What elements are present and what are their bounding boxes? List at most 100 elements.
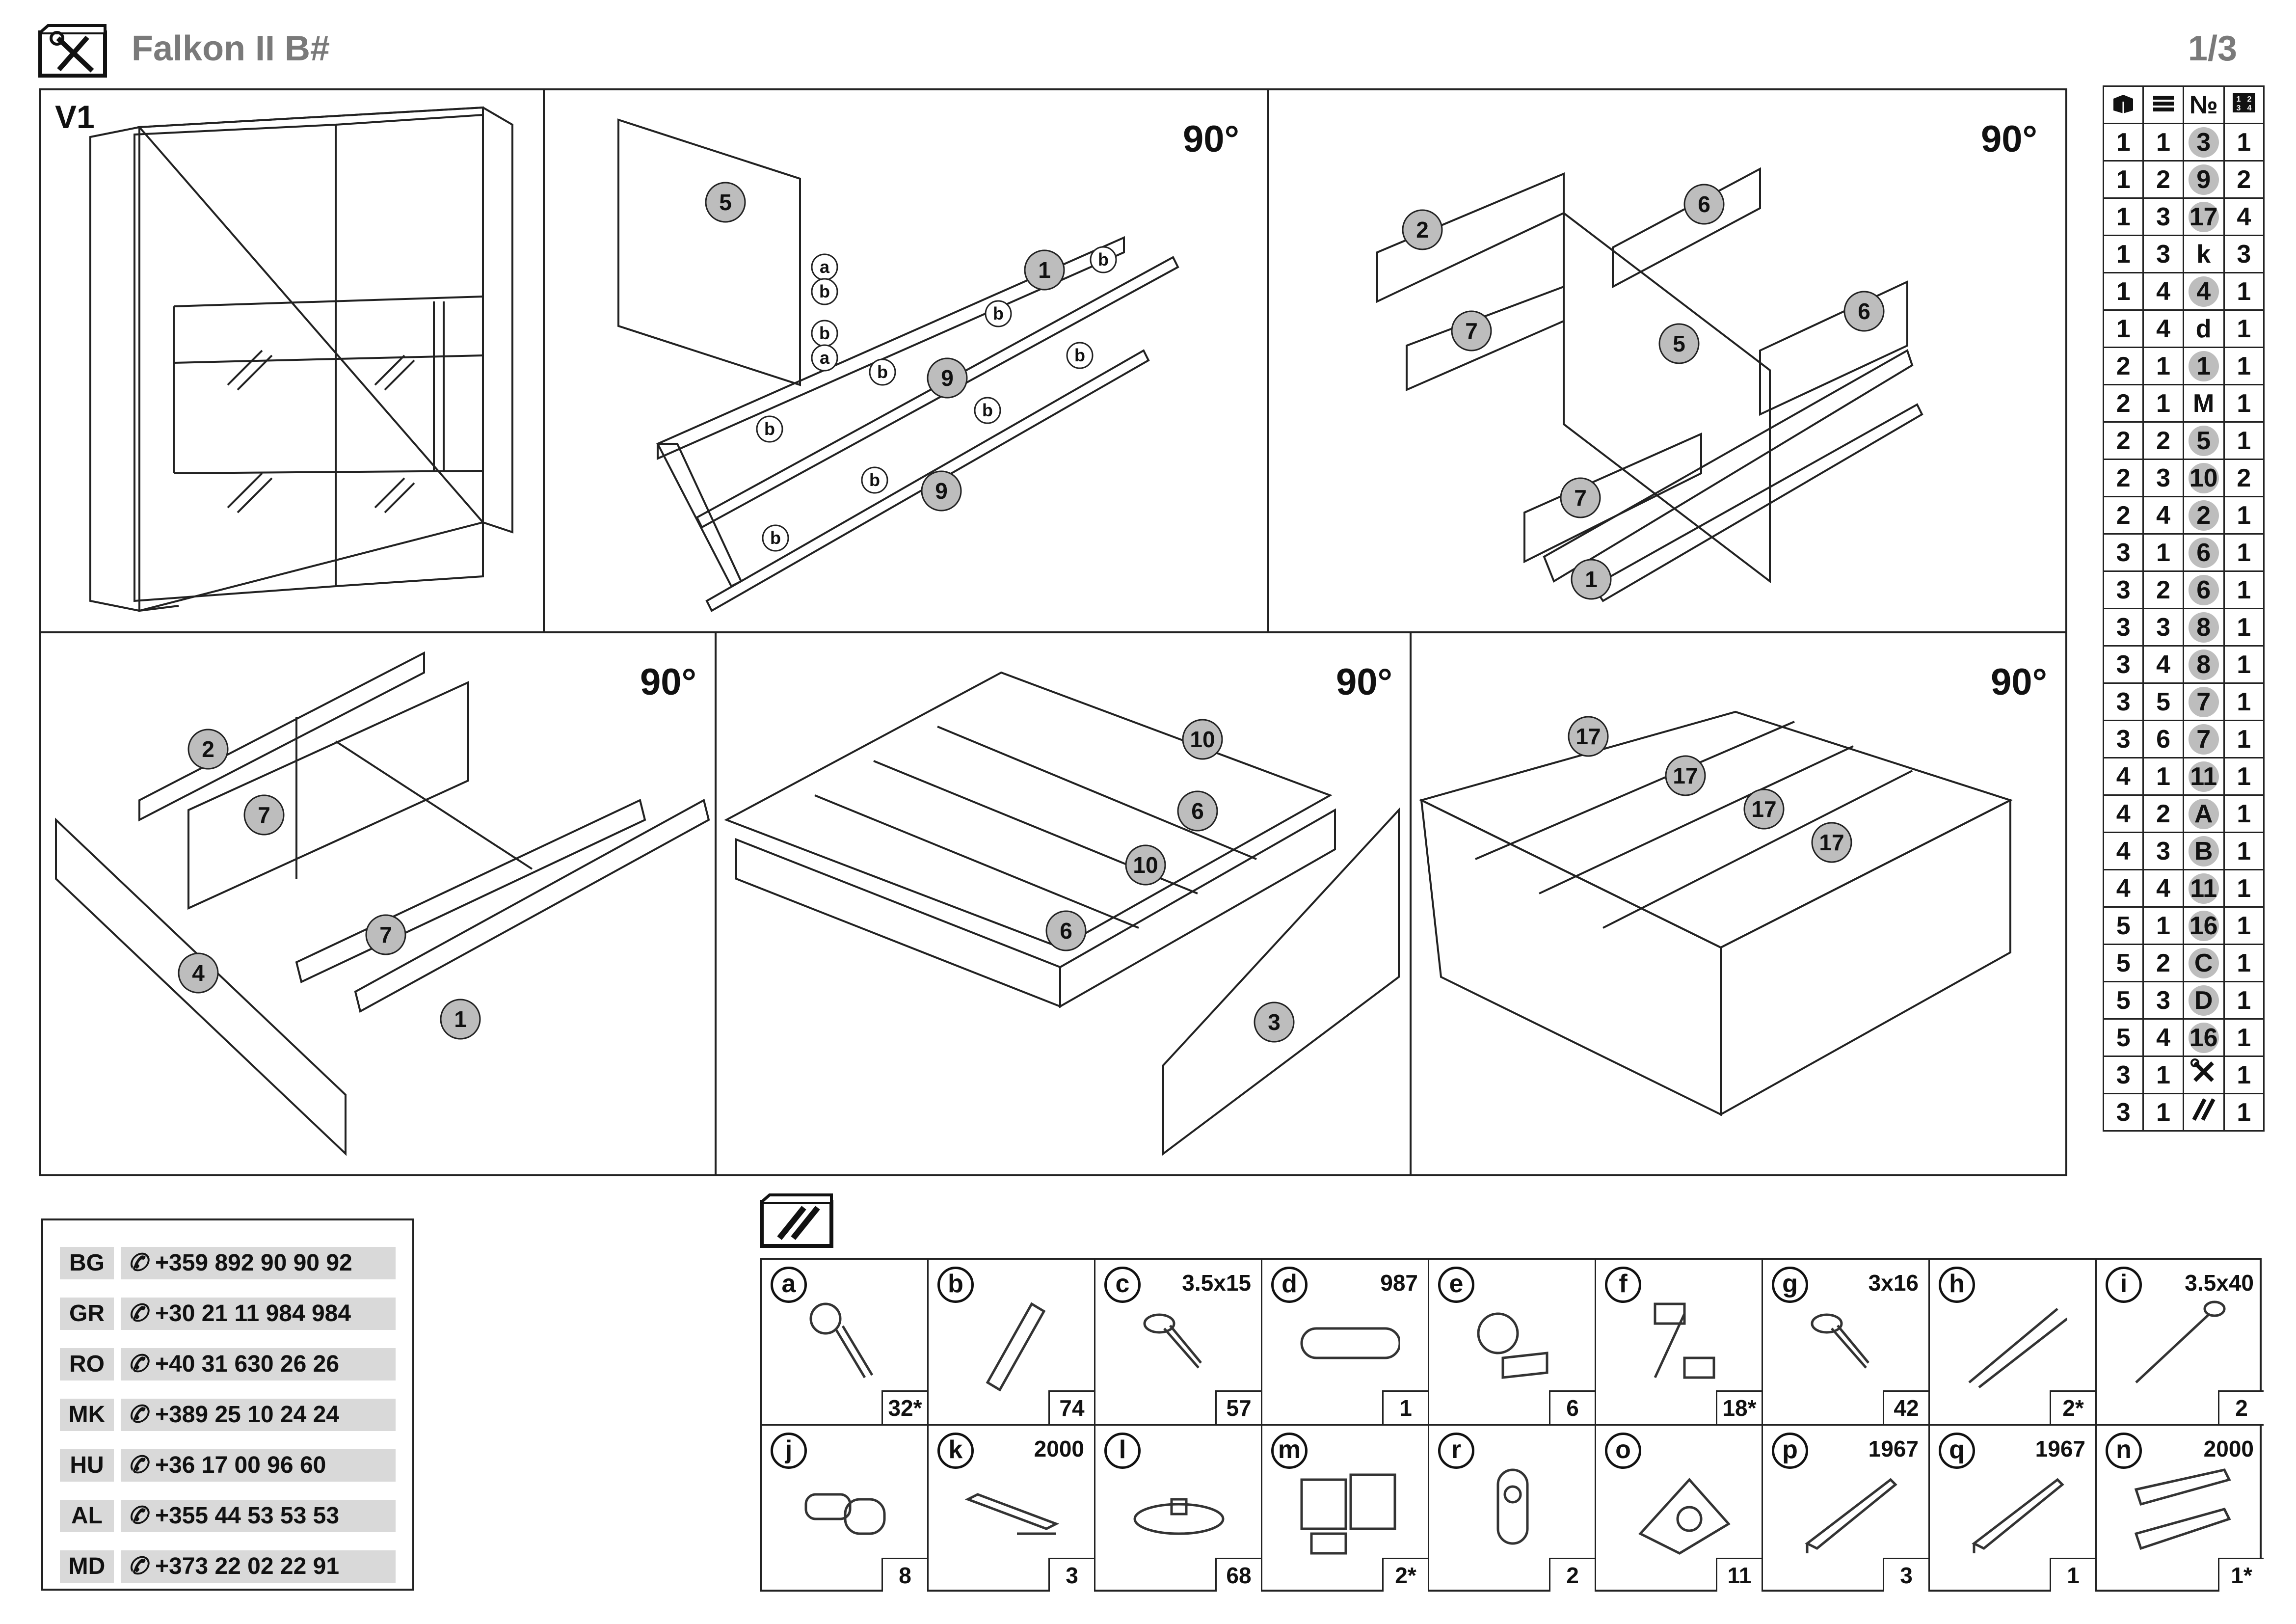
quantity-cell: 2 xyxy=(2223,160,2265,199)
layer-number-cell: 2 xyxy=(2142,570,2184,609)
part-callouts xyxy=(705,182,1065,512)
phone-field: ✆+389 25 10 24 24 xyxy=(121,1399,396,1431)
hardware-quantity: 2* xyxy=(2050,1390,2095,1424)
svg-text:1: 1 xyxy=(2236,95,2241,104)
part-number: 3 xyxy=(2188,127,2219,158)
part-number-cell: 8 xyxy=(2182,645,2225,684)
part-number-cell: 11 xyxy=(2182,869,2225,908)
part-number-cell: k xyxy=(2182,235,2225,273)
phone-number: +30 21 11 984 984 xyxy=(155,1300,351,1326)
rod-holder-icon xyxy=(1496,1468,1529,1545)
phone-field: ✆+355 44 53 53 53 xyxy=(121,1500,396,1532)
part-number: k xyxy=(2196,240,2211,269)
hardware-letter: e xyxy=(1438,1267,1474,1303)
svg-text:a: a xyxy=(820,348,830,368)
part-number: C xyxy=(2188,947,2219,978)
rotate-label: 90° xyxy=(640,661,696,703)
quantity-cell: 1 xyxy=(2223,608,2265,647)
layer-number-cell: 4 xyxy=(2142,309,2184,348)
svg-text:9: 9 xyxy=(941,365,954,391)
profile-icon xyxy=(964,1493,1060,1535)
svg-text:6: 6 xyxy=(1191,798,1204,824)
part-number: 11 xyxy=(2188,873,2219,904)
variant-label: V1 xyxy=(55,99,95,135)
cam-bolt-icon xyxy=(809,1302,874,1379)
hardware-quantity: 2 xyxy=(2218,1390,2264,1424)
part-number-cell: 5 xyxy=(2182,421,2225,460)
shelf-pin-icon xyxy=(804,1493,886,1535)
hardware-letter: c xyxy=(1104,1267,1141,1303)
box-number-cell: 4 xyxy=(2102,832,2144,870)
quantity-cell: 1 xyxy=(2223,757,2265,796)
quantity-cell: 1 xyxy=(2223,1056,2265,1094)
quantity-cell: 1 xyxy=(2223,794,2265,833)
part-number: 4 xyxy=(2188,276,2219,307)
svg-text:b: b xyxy=(764,419,775,439)
hardware-size: 1967 xyxy=(2035,1436,2085,1462)
part-number: 6 xyxy=(2188,537,2219,568)
rail-icon xyxy=(1972,1478,2064,1553)
part-number-cell: 4 xyxy=(2182,272,2225,311)
layer-number-cell: 3 xyxy=(2142,832,2184,870)
part-number-cell: 7 xyxy=(2182,682,2225,721)
box-number-cell: 3 xyxy=(2102,645,2144,684)
part-number: 7 xyxy=(2188,724,2219,755)
quantity-cell: 1 xyxy=(2223,682,2265,721)
svg-text:a: a xyxy=(820,257,830,277)
hardware-icon xyxy=(2192,1098,2216,1121)
part-number-cell: 11 xyxy=(2182,757,2225,796)
svg-text:b: b xyxy=(819,323,830,343)
box-number-cell: 1 xyxy=(2102,272,2144,311)
quantity-cell: 1 xyxy=(2223,832,2265,870)
quantity-cell: 1 xyxy=(2223,533,2265,572)
hardware-quantity: 6 xyxy=(1549,1390,1595,1424)
hardware-letter: a xyxy=(771,1267,807,1303)
box-number-cell: 2 xyxy=(2102,347,2144,385)
layer-number-cell: 3 xyxy=(2142,459,2184,497)
hardware-letter: j xyxy=(771,1433,807,1469)
layer-number-cell: 1 xyxy=(2142,347,2184,385)
rotate-label: 90° xyxy=(1991,661,2047,703)
svg-text:5: 5 xyxy=(719,189,732,215)
layer-number-cell: 4 xyxy=(2142,272,2184,311)
part-number: 5 xyxy=(2188,425,2219,456)
part-number: 6 xyxy=(2188,574,2219,605)
part-number-cell: 3 xyxy=(2182,123,2225,162)
svg-text:b: b xyxy=(1074,345,1085,365)
box-number-cell: 3 xyxy=(2102,608,2144,647)
hardware-quantity: 3 xyxy=(1883,1558,1928,1592)
part-number: 16 xyxy=(2188,1022,2219,1053)
svg-text:b: b xyxy=(770,528,781,548)
layer-number-cell: 1 xyxy=(2142,906,2184,945)
rotate-label: 90° xyxy=(1336,661,1392,703)
part-number: M xyxy=(2193,389,2215,418)
hardware-letter: k xyxy=(937,1433,974,1469)
phone-icon: ✆ xyxy=(128,1300,148,1326)
part-number-cell: 10 xyxy=(2182,459,2225,497)
quantity-cell: 1 xyxy=(2223,906,2265,945)
quantity-cell: 1 xyxy=(2223,1018,2265,1057)
track-icon xyxy=(2134,1468,2231,1550)
phone-icon: ✆ xyxy=(128,1351,148,1377)
hardware-quantity: 3 xyxy=(1048,1558,1094,1592)
page-number: 1/3 xyxy=(2188,29,2237,68)
svg-text:b: b xyxy=(869,470,880,490)
contact-row: BG✆+359 892 90 90 92 xyxy=(60,1247,399,1279)
hardware-letter: l xyxy=(1104,1433,1141,1469)
part-number-cell xyxy=(2182,1093,2225,1132)
layer-number-cell: 2 xyxy=(2142,944,2184,982)
box-number-cell: 1 xyxy=(2102,235,2144,273)
dowel-icon xyxy=(986,1302,1046,1392)
corner-block-icon xyxy=(1638,1478,1731,1555)
svg-text:b: b xyxy=(819,281,830,301)
hardware-quantity: 2 xyxy=(1549,1558,1595,1592)
